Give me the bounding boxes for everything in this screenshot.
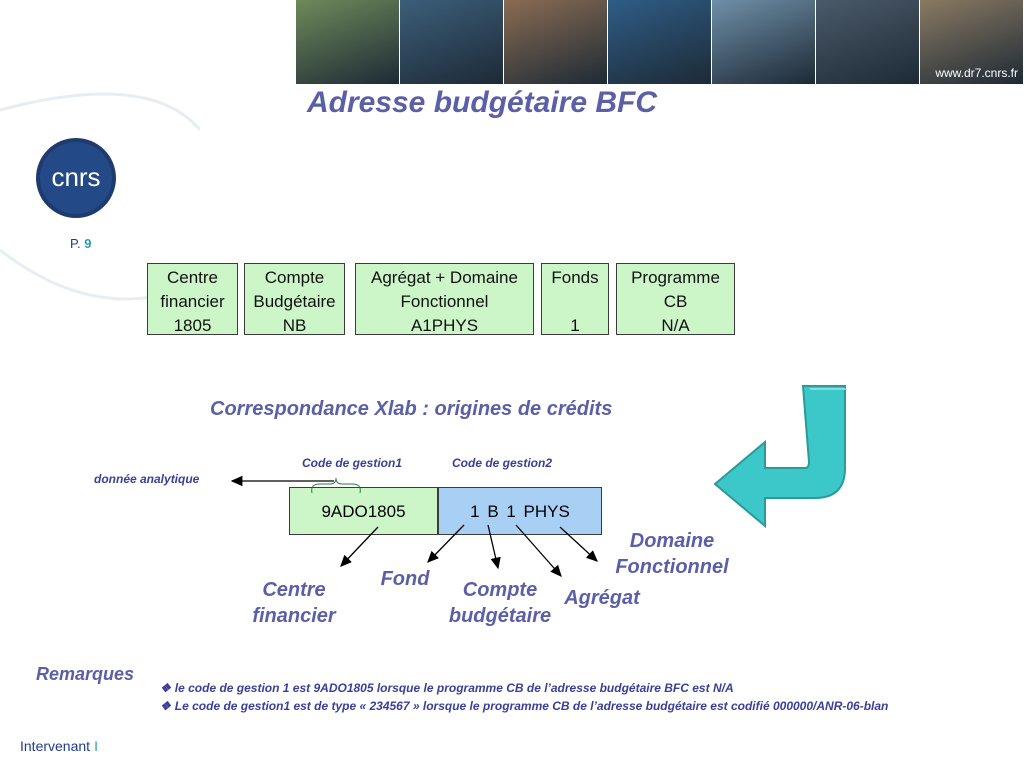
code-gestion2-label: Code de gestion2 bbox=[452, 456, 553, 470]
cnrs-logo-icon: cnrs bbox=[36, 138, 116, 218]
analytic-data-label: donnée analytique bbox=[94, 472, 200, 486]
header-banner bbox=[296, 0, 1024, 84]
banner-photo bbox=[504, 0, 608, 84]
banner-photo bbox=[816, 0, 920, 84]
remarks-title: Remarques bbox=[36, 664, 135, 684]
correspondance-subtitle: Correspondance Xlab : origines de crédit… bbox=[210, 398, 613, 420]
code-gestion1-value: 9ADO1805 bbox=[289, 487, 438, 535]
arrow-domaine bbox=[559, 526, 598, 562]
banner-url: www.dr7.cnrs.fr bbox=[935, 66, 1018, 80]
arrow-centre-financier bbox=[340, 526, 379, 567]
banner-photo bbox=[712, 0, 816, 84]
arrow-agregat bbox=[515, 524, 562, 577]
banner-photo bbox=[296, 0, 400, 84]
arrow-compte bbox=[487, 524, 501, 570]
diamond-bullet-icon: ❖ bbox=[160, 681, 171, 695]
page-number: P. 9 bbox=[70, 236, 92, 251]
curved-arrow-icon bbox=[713, 385, 847, 529]
callout-agregat: Agrégat bbox=[564, 587, 640, 609]
remark-item: ❖Le code de gestion1 est de type « 23456… bbox=[160, 699, 889, 713]
banner-photo bbox=[400, 0, 504, 84]
cnrs-logo: cnrs bbox=[36, 138, 116, 218]
callout-fond: Fond bbox=[380, 568, 430, 590]
code-gestion2-value: 1 B 1 PHYS bbox=[438, 487, 602, 535]
banner-photo bbox=[920, 0, 1024, 84]
arrow-fond bbox=[427, 524, 465, 563]
svg-text:cnrs: cnrs bbox=[51, 162, 100, 192]
code-gestion1-label: Code de gestion1 bbox=[302, 456, 403, 470]
remark-item: ❖le code de gestion 1 est 9ADO1805 lorsq… bbox=[160, 681, 734, 695]
page-title: Adresse budgétaire BFC bbox=[306, 86, 658, 119]
diamond-bullet-icon: ❖ bbox=[160, 699, 171, 713]
brace-code1 bbox=[311, 477, 361, 494]
banner-photo bbox=[608, 0, 712, 84]
